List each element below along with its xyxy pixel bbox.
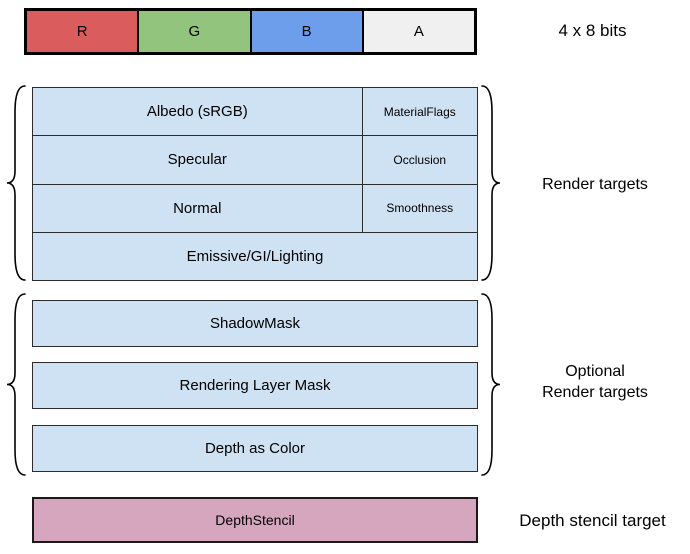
depth-stencil-caption: Depth stencil target	[519, 511, 666, 530]
box-shadowmask: ShadowMask	[32, 300, 478, 347]
curly-brace-right-optional-targets	[481, 293, 501, 476]
optional-caption-line1: Optional	[565, 363, 625, 380]
curly-brace-right-render-targets	[481, 85, 501, 281]
cell-albedo: Albedo (sRGB)	[146, 103, 248, 121]
cell-occlusion: Occlusion	[361, 136, 477, 184]
box-depth-as-color: Depth as Color	[32, 425, 478, 472]
table-row: Normal Smoothness	[33, 184, 477, 233]
box-rendering-layer-mask: Rendering Layer Mask	[32, 362, 478, 409]
render-targets-caption: Render targets	[542, 176, 648, 193]
box-depthstencil: DepthStencil	[32, 497, 478, 543]
optional-render-targets-caption: Optional Render targets	[505, 361, 685, 403]
cell-specular: Specular	[167, 151, 227, 169]
channel-cell-g: G	[139, 11, 252, 52]
rgba-channel-bar: R G B A	[24, 8, 477, 55]
table-row: Albedo (sRGB) MaterialFlags	[33, 88, 477, 137]
channel-cell-b: B	[251, 11, 364, 52]
curly-brace-left-optional-targets	[6, 293, 26, 476]
bits-caption: 4 x 8 bits	[558, 21, 627, 40]
render-targets-table: Albedo (sRGB) MaterialFlags Specular Occ…	[32, 87, 478, 281]
channel-cell-a: A	[363, 11, 474, 52]
cell-smoothness: Smoothness	[361, 184, 477, 232]
channel-cell-r: R	[27, 11, 140, 52]
table-row: Emissive/GI/Lighting	[33, 233, 477, 280]
optional-caption-line2: Render targets	[542, 384, 648, 401]
cell-normal: Normal	[173, 199, 222, 217]
cell-materialflags: MaterialFlags	[361, 88, 477, 136]
table-row: Specular Occlusion	[33, 136, 477, 185]
cell-emissive: Emissive/GI/Lighting	[186, 247, 324, 265]
curly-brace-left-render-targets	[6, 85, 26, 281]
